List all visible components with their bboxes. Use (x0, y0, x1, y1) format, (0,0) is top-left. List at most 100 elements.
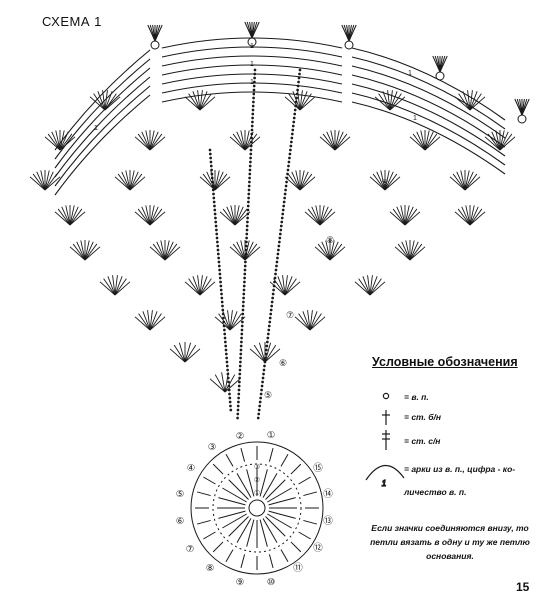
chain-dot (218, 268, 221, 272)
chain-dot (220, 292, 223, 296)
chain-dot (275, 264, 278, 268)
stitch-stroke (269, 281, 286, 296)
stitch-stroke (469, 206, 479, 226)
stitch-stroke (412, 133, 426, 151)
chain-arch (161, 46, 343, 58)
stitch-stroke (54, 211, 71, 226)
stitch-stroke (149, 311, 158, 331)
chain-dot (250, 128, 254, 132)
stitch-stroke (84, 240, 90, 261)
legend-label-arch-cont: личество в. п. (404, 487, 467, 497)
chain-arch (351, 92, 506, 166)
chain-dot (210, 168, 213, 172)
stitch-stroke (304, 211, 321, 226)
chain-dot (239, 344, 243, 348)
stitch-stroke (104, 91, 113, 111)
chain-dot (238, 364, 242, 368)
chain-dot (246, 220, 249, 224)
stitch-stroke (292, 91, 301, 111)
stitch-stroke (199, 90, 203, 111)
chain-dot (236, 412, 240, 416)
legend-label-arch: = арки из в. п., цифра - ко- (404, 464, 516, 474)
stitch-stroke (199, 276, 208, 296)
chain-dot (238, 372, 242, 376)
stitch-stroke (409, 240, 415, 261)
chain-dot (286, 172, 289, 176)
stitch-stroke (188, 278, 201, 296)
chain-dot (215, 236, 219, 240)
stitch-stroke (309, 313, 322, 331)
stitch-stroke (117, 173, 131, 191)
stitch-stroke (249, 348, 266, 363)
chain-dot (225, 360, 229, 364)
stitch-stroke (240, 240, 246, 261)
stitch-stroke (51, 131, 61, 151)
legend-label-dc: = ст. б/н (404, 412, 441, 422)
stitch-stroke (326, 131, 336, 151)
chain-dot (243, 268, 247, 272)
stitch-stroke (224, 374, 236, 393)
chain-dot (287, 164, 290, 168)
chain-dot (248, 168, 252, 172)
stitch-stroke (114, 276, 123, 296)
chain-dot (253, 72, 257, 76)
stitch-stroke (44, 170, 50, 191)
stitch-stroke (464, 171, 474, 191)
chain-dot (226, 376, 230, 380)
motif-outer-stitch (225, 549, 234, 562)
stitch-stroke (169, 348, 186, 363)
chain-dot (225, 356, 228, 360)
stitch-stroke (114, 275, 118, 296)
motif-spoke (267, 487, 292, 503)
motif-outer-stitch (196, 491, 211, 497)
stitch-stroke (358, 278, 371, 296)
stitch-stroke (244, 243, 258, 261)
chain-dot (295, 96, 298, 100)
chain-dot (237, 388, 241, 392)
chain-stitch-icon (382, 392, 390, 400)
chain-dot (249, 152, 253, 156)
stitch-stroke (424, 130, 430, 151)
chain-dot (291, 128, 295, 132)
chain-dot (278, 236, 282, 240)
chain-dot (242, 284, 246, 288)
fan-tip-ring (517, 114, 527, 124)
stitch-stroke (59, 136, 76, 151)
legend-label-chain: = в. п. (404, 392, 429, 402)
chain-dot (248, 176, 251, 180)
stitch-stroke (244, 130, 250, 151)
chain-dot (208, 152, 212, 156)
stitch-stroke (29, 176, 46, 191)
chain-dot (247, 200, 250, 204)
chain-dot (261, 376, 265, 380)
stitch-stroke (199, 275, 203, 296)
chain-dot (236, 416, 239, 420)
motif-spoke (268, 497, 296, 506)
stitch-stroke (141, 131, 151, 151)
chain-dot (279, 224, 283, 228)
chain-dot (276, 252, 280, 256)
stitch-stroke (389, 211, 406, 226)
stitch-stroke (284, 275, 288, 296)
round-number: ⑧ (206, 563, 215, 574)
stitch-stroke (469, 211, 486, 226)
chain-dot (226, 368, 229, 372)
chain-dot (266, 332, 270, 336)
stitch-stroke (315, 205, 321, 226)
stitch-stroke (369, 278, 382, 296)
motif-outer-stitch (290, 541, 302, 553)
stitch-stroke (309, 311, 318, 331)
fan-marker: ⑦ (286, 310, 294, 320)
motif-spoke (218, 497, 246, 506)
stitch-stroke (329, 240, 335, 261)
stitch-stroke (102, 90, 106, 111)
stitch-stroke (59, 130, 65, 151)
stitch-stroke (103, 278, 116, 296)
stitch-stroke (232, 133, 246, 151)
chain-dot (240, 340, 243, 344)
chain-dot (239, 356, 242, 360)
stitch-stroke (299, 170, 305, 191)
stitch-stroke (295, 170, 301, 191)
chain-arch (161, 73, 343, 85)
